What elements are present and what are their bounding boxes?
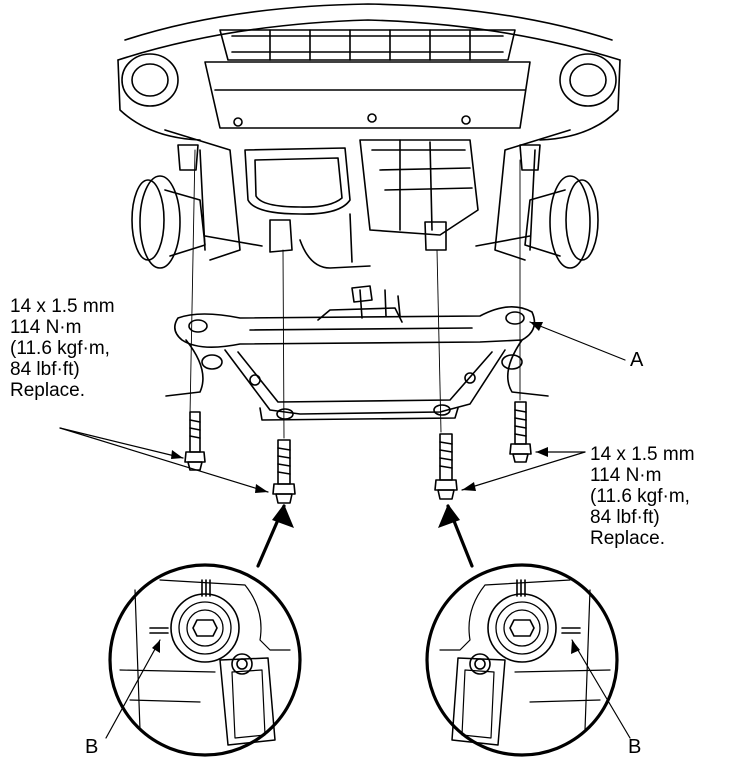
spec-left-size: 14 x 1.5 mm <box>10 296 115 317</box>
detail-view-left <box>108 563 302 757</box>
leader-lines <box>59 321 631 739</box>
callout-a: A <box>630 349 644 371</box>
spec-left-torque-kgfm: (11.6 kgf·m, <box>10 338 110 359</box>
arrowheads <box>152 322 580 654</box>
detail-arrowheads <box>272 504 460 528</box>
spec-right-size: 14 x 1.5 mm <box>590 444 695 465</box>
torque-spec-left: 14 x 1.5 mm 114 N·m (11.6 kgf·m, 84 lbf·… <box>10 296 115 401</box>
alignment-guide-lines <box>189 149 521 439</box>
bolt-front-right <box>509 401 532 463</box>
bolt-front-left <box>184 411 206 471</box>
vehicle-underbody <box>117 3 621 269</box>
spec-left-torque-lbfft: 84 lbf·ft) <box>10 359 80 380</box>
spec-right-torque-kgfm: (11.6 kgf·m, <box>590 486 690 507</box>
callout-b-right: B <box>628 736 642 758</box>
bolt-rear-right <box>434 433 458 500</box>
spec-right-note: Replace. <box>590 528 665 549</box>
torque-spec-right: 14 x 1.5 mm 114 N·m (11.6 kgf·m, 84 lbf·… <box>590 444 695 549</box>
detail-view-right <box>425 563 619 757</box>
callout-b-left: B <box>85 736 99 758</box>
spec-right-torque-nm: 114 N·m <box>590 465 662 486</box>
spec-left-torque-nm: 114 N·m <box>10 317 82 338</box>
detail-arrows <box>256 504 474 568</box>
front-subframe <box>165 285 549 421</box>
bolt-rear-left <box>272 439 296 504</box>
spec-left-note: Replace. <box>10 380 85 401</box>
spec-right-torque-lbfft: 84 lbf·ft) <box>590 507 660 528</box>
